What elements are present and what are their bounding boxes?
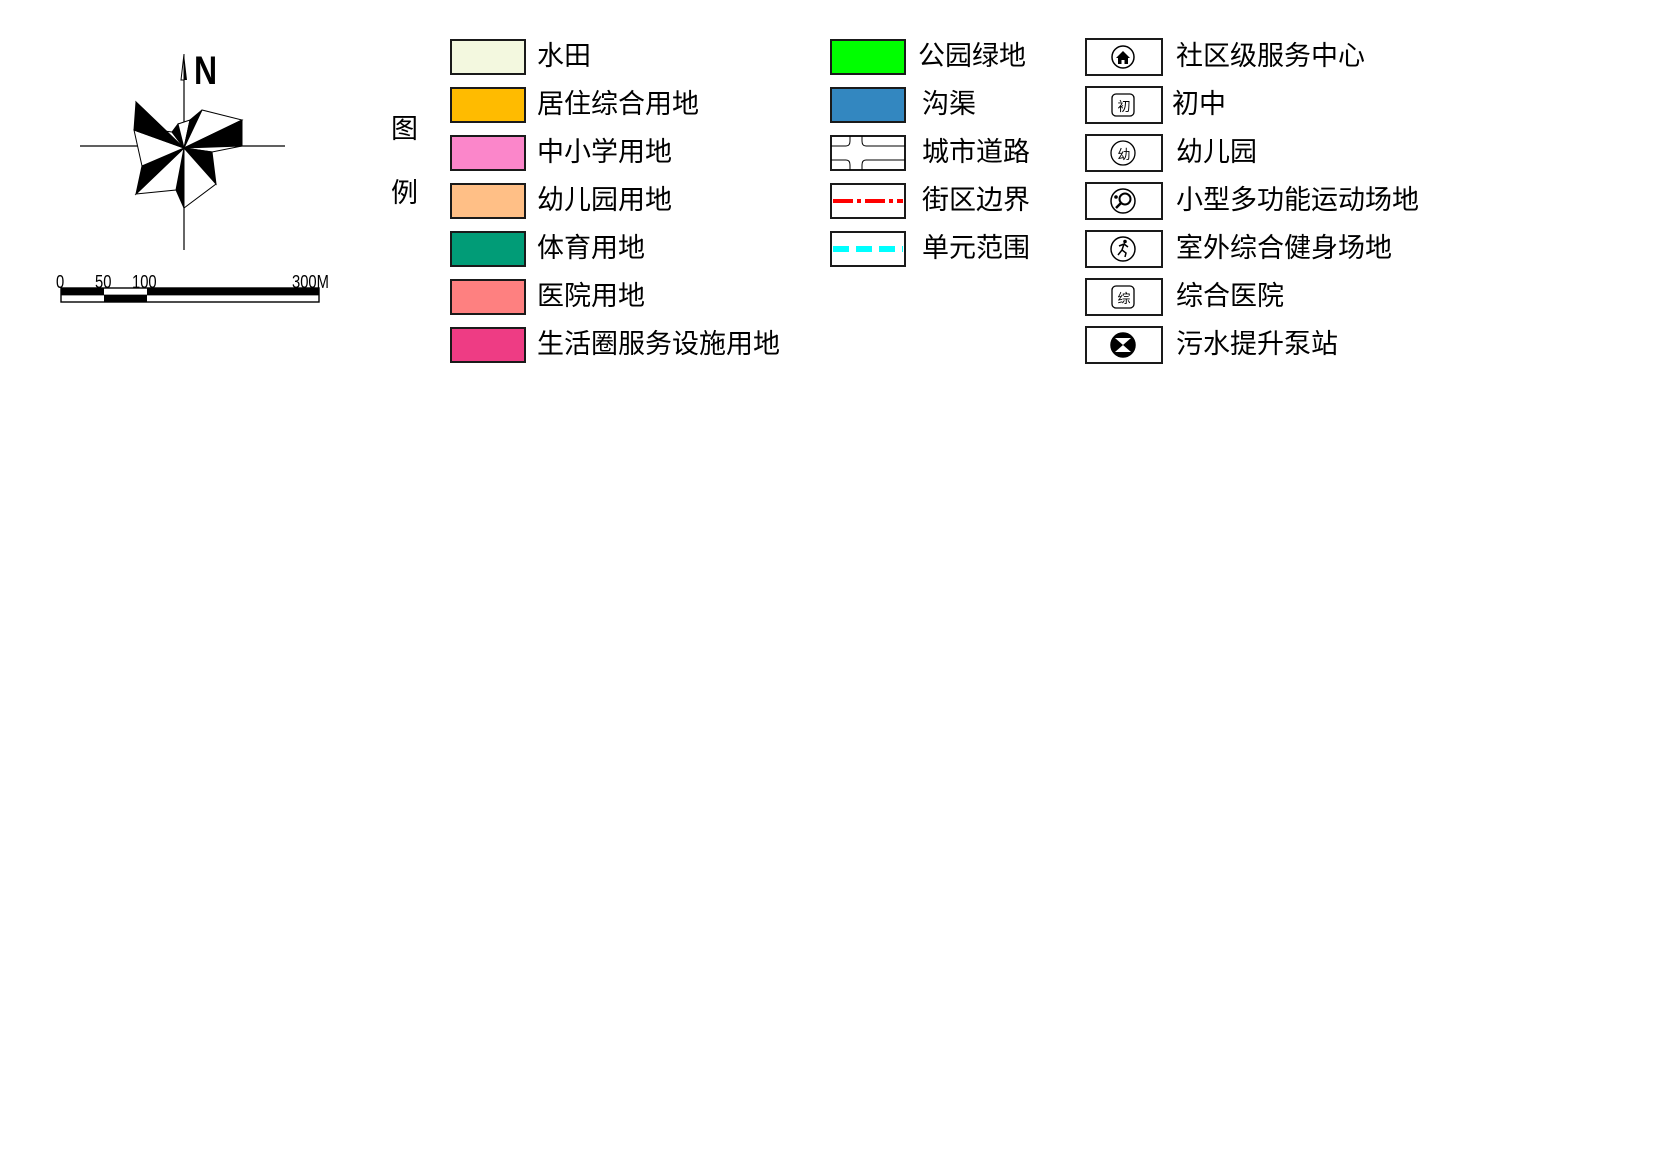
scale-bar: [60, 287, 320, 303]
road-icon: [830, 135, 906, 171]
block-boundary-line-icon: [830, 183, 906, 219]
scale-label-100: 100: [132, 272, 157, 292]
legend-label: 城市道路: [922, 137, 1030, 168]
legend-label: 街区边界: [922, 185, 1030, 216]
legend-label: 沟渠: [922, 89, 976, 120]
legend-label: 公园绿地: [918, 41, 1026, 72]
swatch-residential-mixed: [450, 87, 526, 123]
unit-boundary-line-icon: [830, 231, 906, 267]
table-tennis-icon: [1085, 182, 1163, 220]
swatch-ditch: [830, 87, 906, 123]
north-label: N: [194, 49, 218, 93]
legend-label: 社区级服务中心: [1176, 41, 1365, 72]
scale-label-300m: 300M: [292, 272, 329, 292]
swatch-hospital-land: [450, 279, 526, 315]
legend-label: 综合医院: [1176, 281, 1284, 312]
junior-high-icon-glyph: 初: [1117, 100, 1131, 115]
legend-label: 生活圈服务设施用地: [537, 329, 780, 360]
swatch-service-facility-land: [450, 327, 526, 363]
legend-label: 水田: [537, 41, 591, 72]
swatch-park-green: [830, 39, 906, 75]
swatch-paddy-field: [450, 39, 526, 75]
legend-label: 初中: [1172, 89, 1226, 120]
scale-label-50: 50: [95, 272, 112, 292]
legend-label: 室外综合健身场地: [1176, 233, 1392, 264]
runner-icon: [1085, 230, 1163, 268]
legend-label: 体育用地: [537, 233, 645, 264]
legend-label: 单元范围: [922, 233, 1030, 264]
general-hospital-icon: [1085, 278, 1163, 316]
swatch-school-land: [450, 135, 526, 171]
legend-title-char-2: 例: [391, 178, 418, 209]
scale-label-0: 0: [56, 272, 65, 292]
legend-title-char-1: 图: [391, 114, 418, 145]
legend-label: 小型多功能运动场地: [1176, 185, 1419, 216]
legend-label: 中小学用地: [537, 137, 672, 168]
compass-rose-icon: [80, 53, 285, 250]
house-icon: [1085, 38, 1163, 76]
swatch-kindergarten-land: [450, 183, 526, 219]
junior-high-icon: [1085, 86, 1163, 124]
legend-label: 污水提升泵站: [1176, 329, 1338, 360]
general-hospital-icon-glyph: 综: [1117, 292, 1131, 307]
legend-label: 医院用地: [537, 281, 645, 312]
legend-label: 居住综合用地: [537, 89, 699, 120]
swatch-sports-land: [450, 231, 526, 267]
legend-label: 幼儿园用地: [537, 185, 672, 216]
kindergarten-icon-glyph: 幼: [1117, 148, 1131, 163]
pump-station-icon: [1085, 326, 1163, 364]
legend-label: 幼儿园: [1176, 137, 1257, 168]
kindergarten-icon: [1085, 134, 1163, 172]
